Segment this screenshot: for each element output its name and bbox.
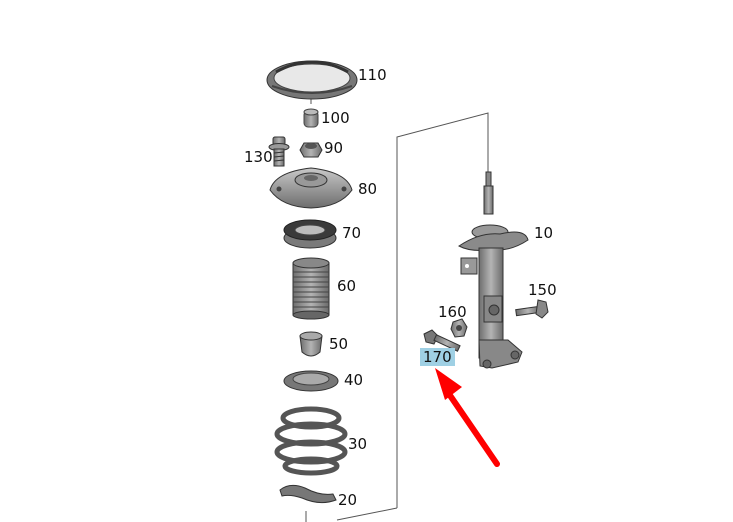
- part-90-nut[interactable]: [299, 142, 323, 158]
- part-160-nut[interactable]: [450, 318, 468, 338]
- callout-70[interactable]: 70: [342, 224, 362, 242]
- part-110-dust-cover[interactable]: [266, 60, 358, 100]
- callout-50[interactable]: 50: [329, 335, 349, 353]
- callout-30[interactable]: 30: [348, 435, 368, 453]
- callout-20[interactable]: 20: [338, 491, 358, 509]
- callout-170-highlighted[interactable]: 170: [420, 348, 455, 366]
- callout-80[interactable]: 80: [358, 180, 378, 198]
- part-10-strut[interactable]: [458, 171, 529, 369]
- callout-110[interactable]: 110: [358, 66, 387, 84]
- part-150-bolt[interactable]: [515, 299, 549, 319]
- part-80-strut-mount[interactable]: [269, 167, 353, 209]
- callout-160[interactable]: 160: [438, 303, 467, 321]
- callout-60[interactable]: 60: [337, 277, 357, 295]
- part-50-bump-stop[interactable]: [299, 331, 323, 357]
- callout-150[interactable]: 150: [528, 281, 557, 299]
- part-40-spring-seat[interactable]: [283, 370, 339, 392]
- part-170-bolt[interactable]: [423, 329, 461, 352]
- callout-40[interactable]: 40: [344, 371, 364, 389]
- part-100-cap[interactable]: [303, 108, 319, 128]
- callout-100[interactable]: 100: [321, 109, 350, 127]
- part-20-spring-isolator[interactable]: [279, 484, 337, 504]
- part-130-bolt[interactable]: [268, 136, 290, 167]
- pointer-arrow: [435, 368, 500, 467]
- callout-90[interactable]: 90: [324, 139, 344, 157]
- part-70-bearing[interactable]: [283, 219, 337, 249]
- part-30-coil-spring[interactable]: [274, 406, 348, 476]
- part-60-bellows[interactable]: [292, 257, 330, 320]
- callout-10[interactable]: 10: [534, 224, 554, 242]
- callout-130[interactable]: 130: [244, 148, 273, 166]
